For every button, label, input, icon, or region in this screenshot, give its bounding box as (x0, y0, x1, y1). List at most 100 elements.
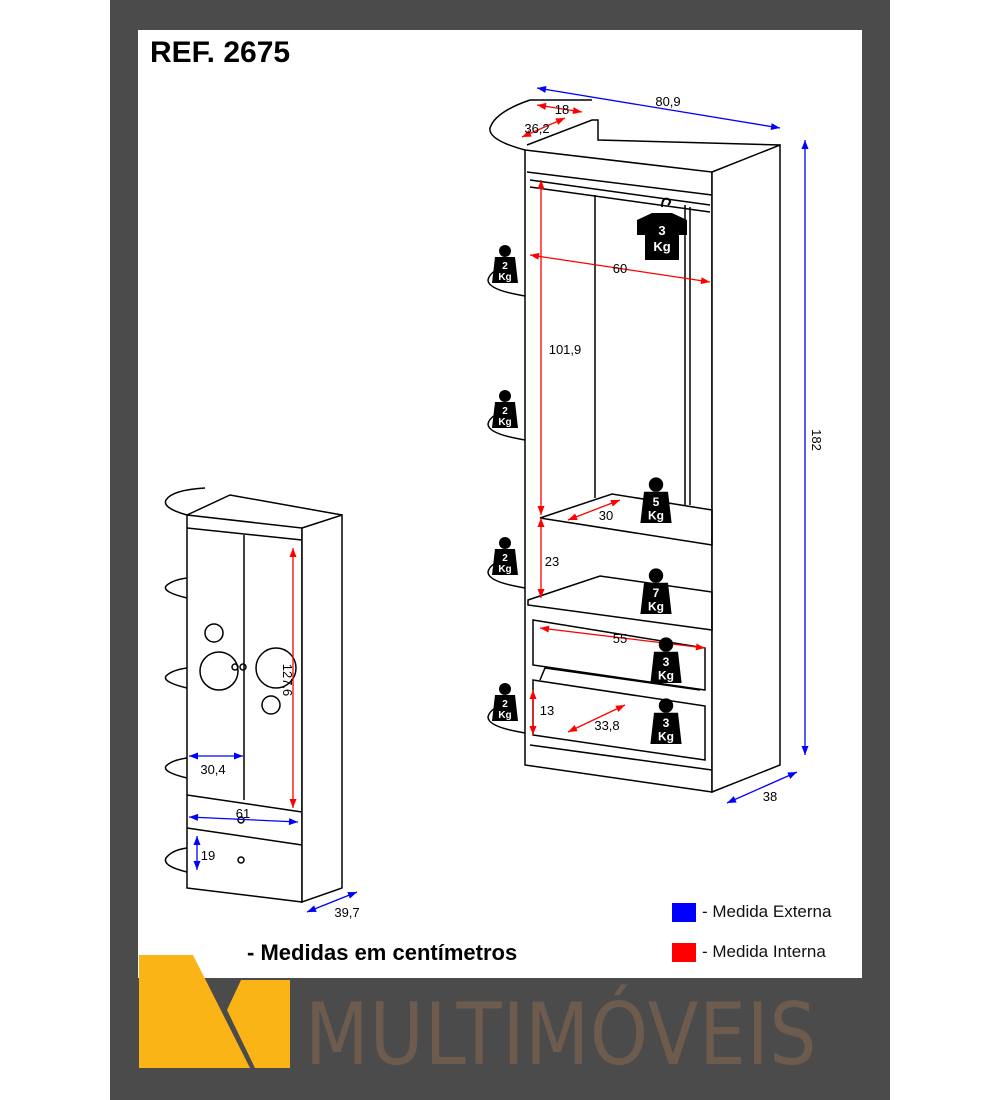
arrowhead (770, 123, 780, 130)
dim-shelf-gap: 23 (545, 554, 559, 569)
weight-icon: 3Kg (650, 698, 682, 744)
weight-value: 5 (653, 495, 660, 509)
dim-overall-height: 182 (809, 429, 824, 451)
arrowhead (537, 102, 547, 110)
legend-internal: - Medida Interna (672, 942, 826, 962)
weight-value: 3 (658, 223, 665, 238)
arrowhead (289, 548, 297, 557)
dim-drawer-front-height: 19 (201, 848, 215, 863)
cabinet-line-art (164, 99, 781, 904)
dim-hanging-height: 101,9 (549, 342, 582, 357)
weight-value: 2 (502, 261, 508, 272)
dim-overall-width: 80,9 (655, 94, 680, 109)
units-note: - Medidas em centímetros (247, 940, 518, 965)
weight-icon: 7Kg (640, 568, 672, 614)
dimension-labels: 80,9 18 36,2 60 101,9 182 30 23 55 13 33… (200, 94, 824, 920)
arrowhead (234, 752, 243, 760)
arrowhead (193, 836, 201, 845)
dimension-arrow (567, 499, 621, 521)
arrowhead (193, 861, 201, 870)
arrowhead (537, 180, 545, 189)
open-wardrobe (487, 99, 781, 794)
weight-unit: Kg (658, 668, 674, 682)
dimension-arrow (539, 625, 706, 651)
arrowhead (801, 140, 809, 149)
weight-icon: 2Kg (492, 537, 518, 575)
dim-top-depth: 18 (555, 102, 569, 117)
weight-unit: Kg (648, 599, 664, 613)
arrowhead (347, 892, 357, 899)
weight-unit: Kg (658, 729, 674, 743)
dim-drawer-depth: 33,8 (594, 718, 619, 733)
weight-icon: 3Kg (650, 637, 682, 683)
arrowhead (522, 130, 532, 137)
dimension-arrow (189, 752, 243, 760)
dim-drawer-width: 55 (613, 631, 627, 646)
arrowhead (537, 518, 545, 527)
weight-unit: Kg (648, 508, 664, 522)
arrowhead (537, 506, 545, 515)
arrowhead (615, 705, 625, 713)
arrowhead (572, 107, 582, 115)
arrowhead (540, 625, 550, 633)
weight-unit: Kg (653, 239, 670, 254)
weight-icon: 2Kg (492, 390, 518, 428)
arrowhead (530, 252, 540, 260)
weight-unit: Kg (498, 710, 511, 721)
reference-title: REF. 2675 (150, 36, 291, 69)
arrowhead (555, 118, 565, 125)
hanger-weight-icon: 3Kg (637, 197, 687, 260)
weight-value: 2 (502, 406, 508, 417)
dimension-arrow (537, 180, 545, 515)
arrowhead (727, 796, 737, 803)
dimension-arrow (537, 518, 545, 598)
dim-door-height: 127,6 (280, 664, 295, 697)
brand-logo-mark (139, 955, 290, 1068)
arrowhead (568, 724, 578, 732)
weight-unit: Kg (498, 417, 511, 428)
dimension-arrow (567, 704, 626, 733)
dimension-arrow (188, 813, 299, 826)
weight-value: 3 (663, 655, 670, 669)
brand-name: MULTIMÓVEIS (305, 985, 818, 1085)
arrowhead (568, 513, 578, 521)
dimension-arrow (289, 548, 297, 808)
arrowhead (537, 589, 545, 598)
arrowhead (189, 752, 198, 760)
legend-label-external: - Medida Externa (702, 902, 832, 921)
closed-wardrobe (164, 487, 343, 904)
legend-label-internal: - Medida Interna (702, 942, 826, 961)
dimension-arrow (536, 102, 583, 115)
weight-value: 2 (502, 553, 508, 564)
arrowhead (537, 86, 547, 93)
dimension-arrow (726, 771, 798, 804)
dimension-arrow (801, 140, 809, 755)
weight-value: 7 (653, 586, 660, 600)
legend-external: - Medida Externa (672, 902, 831, 922)
arrowhead (700, 277, 710, 285)
dim-rail-width: 60 (613, 261, 627, 276)
dimension-arrows (188, 86, 809, 913)
dim-top-shelf-width: 36,2 (524, 121, 549, 136)
arrowhead (787, 772, 797, 779)
legend-swatch-red (672, 942, 696, 962)
arrowhead (307, 905, 317, 912)
weight-value: 3 (663, 716, 670, 730)
arrowhead (801, 746, 809, 755)
legend-swatch-blue (672, 902, 696, 922)
weight-value: 2 (502, 699, 508, 710)
dim-overall-depth: 38 (763, 789, 777, 804)
weight-unit: Kg (498, 564, 511, 575)
dimension-arrow (193, 836, 201, 870)
weight-unit: Kg (498, 272, 511, 283)
weight-icon: 5Kg (640, 477, 672, 523)
arrowhead (289, 799, 297, 808)
arrowhead (288, 818, 298, 826)
dimension-arrow (529, 690, 537, 735)
dimension-arrow (521, 117, 566, 138)
dimension-arrow (529, 252, 711, 285)
dimension-arrow (306, 891, 358, 913)
arrowhead (610, 499, 620, 507)
